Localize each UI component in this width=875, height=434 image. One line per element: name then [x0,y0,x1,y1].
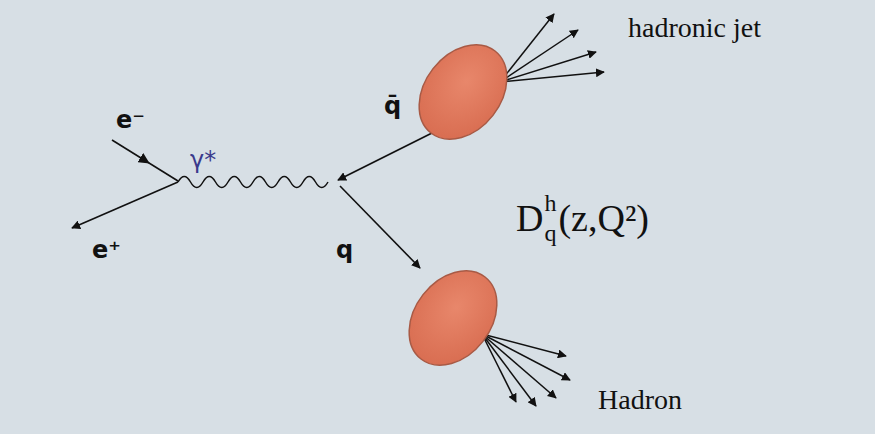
boson-label: γ* [190,148,216,172]
positron-line [72,182,178,228]
superscript: h [544,191,556,215]
particle-label: e⁻ [116,106,145,134]
hadron-blob [391,254,515,383]
antiquark-line [338,130,438,180]
particle-label: q̄ [384,92,401,120]
particle-label: e⁺ [92,238,121,262]
jet-label: hadronic jet [628,14,761,42]
particle-label: q [336,236,353,264]
particle-label: q [336,238,353,262]
jet-arrows [500,14,604,82]
hadron-label: Hadron [598,384,682,416]
function-arguments: (z,Q²) [558,199,649,237]
jet-label: hadronic jet [628,12,761,44]
boson-label: γ* [190,146,216,174]
hadron-arrows [482,334,570,406]
electron-line [112,140,178,181]
function-symbol: D [516,196,543,240]
jet-blob [401,28,525,157]
subscript: q [544,221,556,245]
subscript: q [544,220,556,247]
particle-label: e⁺ [92,236,121,264]
particle-label: e⁻ [116,108,145,132]
function-arguments: (z,Q²) [558,196,649,240]
particle-label: q̄ [384,94,401,118]
photon-wave [178,177,328,188]
function-symbol: D [516,199,543,237]
hadron-label: Hadron [598,386,682,414]
superscript: h [544,190,556,217]
